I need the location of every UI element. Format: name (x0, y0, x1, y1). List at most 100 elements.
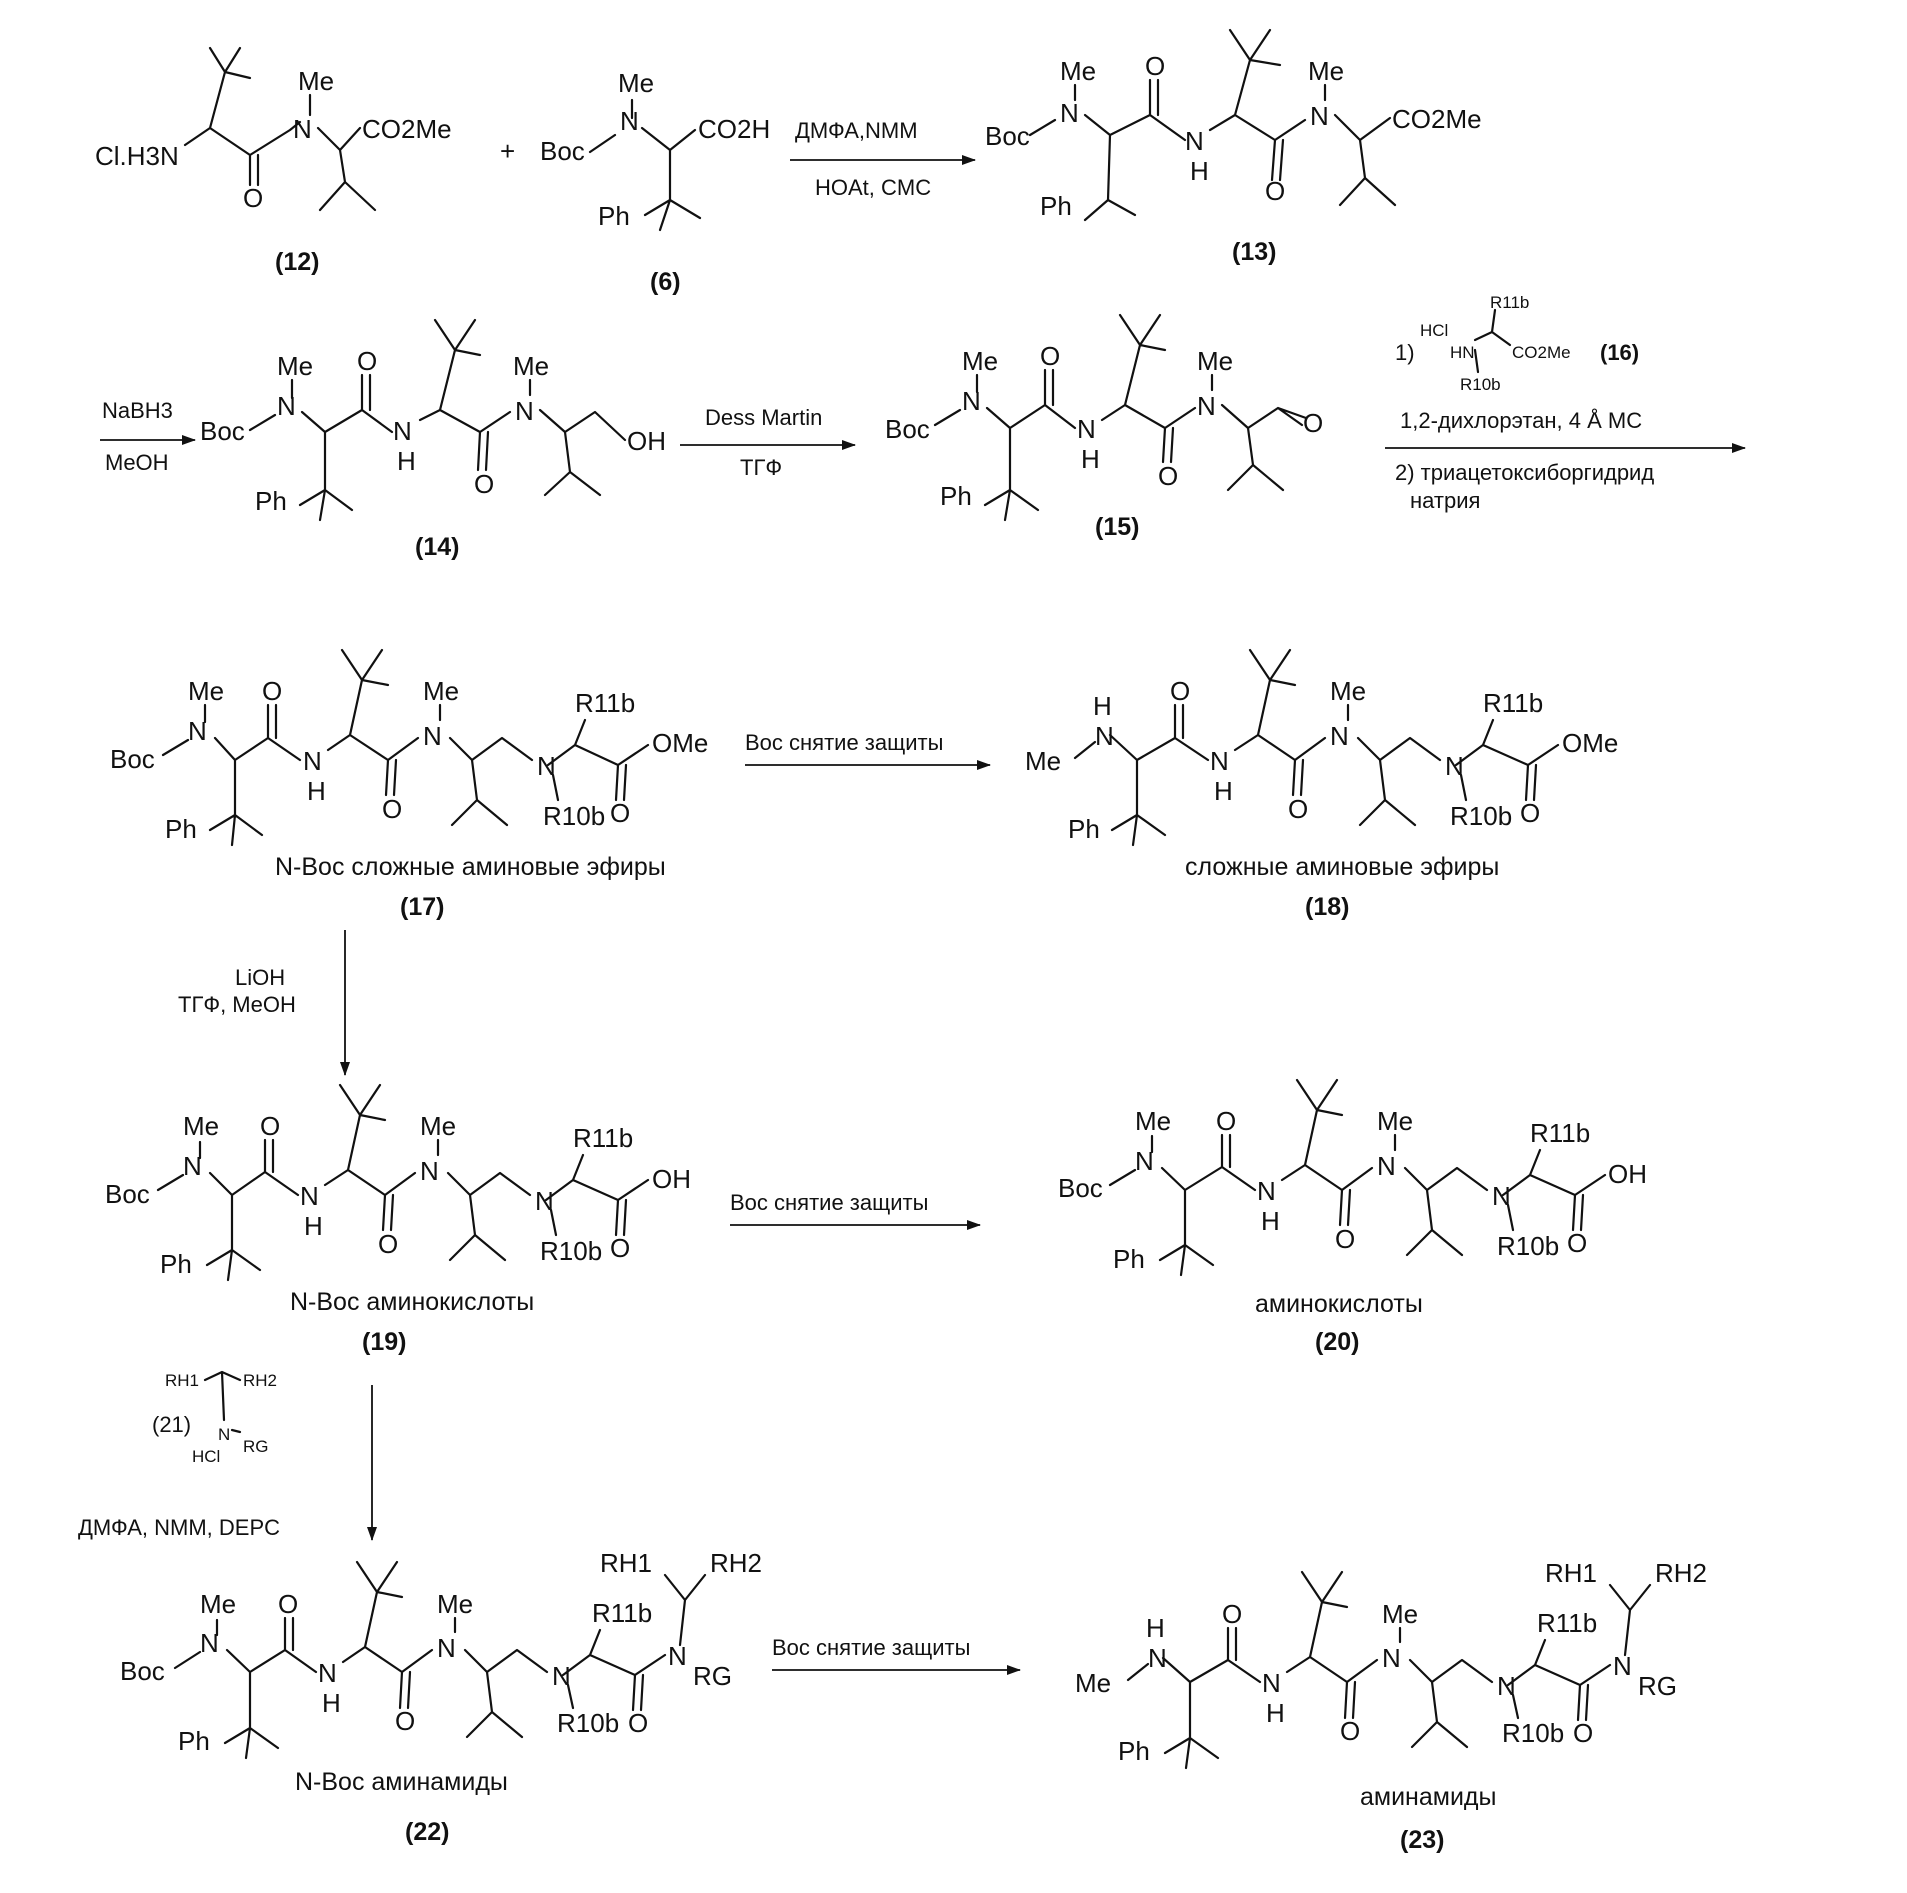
carbonyl-oxygen-label: O (378, 1229, 398, 1259)
carbonyl-oxygen-label: O (278, 1589, 298, 1619)
nitrogen-label: N (1330, 721, 1349, 751)
rh2-label: RH2 (710, 1548, 762, 1578)
r11b-label: R11b (1490, 293, 1529, 312)
carbonyl-oxygen-label: O (395, 1706, 415, 1736)
methyl-label: Me (1377, 1106, 1413, 1136)
methoxy-label: OMe (1562, 728, 1618, 758)
methyl-label: Me (513, 351, 549, 381)
plus-sign: + (500, 136, 515, 166)
carboxylic-acid-label: CO2H (698, 114, 770, 144)
amine-nitrogen-label: N (1492, 1181, 1511, 1211)
compound-23-structure: Me N H O N H O N Me N R10b R11b O N RG R… (1075, 1558, 1707, 1854)
nitrogen-label: N (1060, 98, 1079, 128)
amine-label: HN (1450, 343, 1475, 362)
r11b-label: R11b (573, 1123, 633, 1153)
methoxy-label: OMe (652, 728, 708, 758)
compound-17-structure: Boc N Me O N H O N Me N R10b R11b O OMe … (110, 650, 708, 921)
amide-hydrogen-label: H (1214, 776, 1233, 806)
step3-reagents-below: ТГФ (740, 455, 782, 480)
nitrogen-label: N (183, 1151, 202, 1181)
phenyl-label: Ph (598, 201, 630, 231)
reaction-arrow-step-3: Dess Martin ТГФ (680, 405, 855, 480)
r10b-label: R10b (540, 1236, 602, 1266)
methyl-ester-label: CO2Me (1512, 343, 1571, 362)
reagent-16-structure: HCl HN R11b CO2Me R10b (1420, 293, 1571, 394)
methyl-label: Me (1135, 1106, 1171, 1136)
methyl-label: Me (1025, 746, 1061, 776)
carbonyl-oxygen-label: O (1288, 794, 1308, 824)
carbonyl-oxygen-label: O (243, 183, 263, 213)
compound-17-caption: N-Boc сложные аминовые эфиры (275, 853, 666, 881)
methyl-label: Me (1330, 676, 1366, 706)
amine-hydrogen-label: H (1093, 691, 1112, 721)
aldehyde-oxygen-label: O (1303, 408, 1323, 438)
boc-label: Boc (1058, 1173, 1103, 1203)
nitrogen-label: N (1135, 1146, 1154, 1176)
amide-hydrogen-label: H (1081, 444, 1100, 474)
r10b-label: R10b (557, 1708, 619, 1738)
rg-label: RG (1638, 1671, 1677, 1701)
compound-14-structure: Boc N Me O N H O N Me OH Ph (14) (200, 320, 666, 561)
carbonyl-oxygen-label: O (1216, 1106, 1236, 1136)
amine-nitrogen-label: N (1497, 1671, 1516, 1701)
deprotection-1-label: Boc снятие защиты (745, 730, 943, 755)
compound-19-structure: Boc N Me O N H O N Me N R10b R11b O OH P… (105, 1085, 691, 1356)
step4-solvent: 1,2-дихлорэтан, 4 Å МС (1400, 408, 1642, 433)
compound-18-number: (18) (1305, 893, 1349, 921)
phenyl-label: Ph (165, 814, 197, 844)
r11b-label: R11b (575, 688, 635, 718)
step1-reagents-above: ДМФА,NMM (795, 118, 918, 143)
carbonyl-oxygen-label: O (1265, 176, 1285, 206)
carbonyl-oxygen-label: O (1335, 1224, 1355, 1254)
amide-carbonyl-oxygen-label: O (628, 1708, 648, 1738)
amine-hydrogen-label: H (1146, 1613, 1165, 1643)
r10b-label: R10b (543, 801, 605, 831)
nitrogen-label: N (1310, 101, 1329, 131)
carbonyl-oxygen-label: O (357, 346, 377, 376)
phenyl-label: Ph (255, 486, 287, 516)
phenyl-label: Ph (940, 481, 972, 511)
carbonyl-oxygen-label: O (1170, 676, 1190, 706)
compound-13-structure: Boc N Me O N H O N Me CO2Me Ph (13) (985, 30, 1482, 266)
compound-6-structure: Boc N Me CO2H Ph (6) (540, 68, 770, 296)
compound-15-number: (15) (1095, 513, 1139, 541)
step4-item-1-prefix: 1) (1395, 340, 1415, 365)
r11b-label: R11b (592, 1598, 652, 1628)
nitrogen-label: N (962, 386, 981, 416)
methyl-label: Me (183, 1111, 219, 1141)
acid-carbonyl-oxygen-label: O (1567, 1228, 1587, 1258)
r11b-label: R11b (1483, 688, 1543, 718)
step5-reagent-2: ТГФ, MeOH (178, 992, 296, 1017)
nitrogen-label: N (1197, 391, 1216, 421)
methyl-label: Me (423, 676, 459, 706)
rg-label: RG (693, 1661, 732, 1691)
boc-label: Boc (120, 1656, 165, 1686)
methyl-label: Me (618, 68, 654, 98)
amide-hydrogen-label: H (304, 1211, 323, 1241)
phenyl-label: Ph (1113, 1244, 1145, 1274)
amide-nitrogen-label: N (1262, 1668, 1281, 1698)
compound-22-structure: Boc N Me O N H O N Me N R10b R11b O N RG… (120, 1548, 762, 1846)
methyl-label: Me (1075, 1668, 1111, 1698)
boc-label: Boc (110, 744, 155, 774)
hydrochloride-label: HCl (192, 1447, 220, 1466)
boc-label: Boc (540, 136, 585, 166)
phenyl-label: Ph (1040, 191, 1072, 221)
carbonyl-oxygen-label: O (1158, 461, 1178, 491)
r11b-label: R11b (1530, 1118, 1590, 1148)
hydroxyl-label: OH (652, 1164, 691, 1194)
step2-reagents-above: NaBH3 (102, 398, 173, 423)
phenyl-label: Ph (1118, 1736, 1150, 1766)
reaction-arrow-step-5: LiOH ТГФ, MeOH (178, 930, 345, 1075)
amide-nitrogen-label: N (1077, 414, 1096, 444)
carbonyl-oxygen-label: O (1340, 1716, 1360, 1746)
carbonyl-oxygen-label: O (260, 1111, 280, 1141)
reaction-arrow-step-4: 1) HCl HN R11b CO2Me R10b (16) 1,2-дихло… (1385, 293, 1745, 513)
compound-19-number: (19) (362, 1328, 406, 1356)
methyl-label: Me (1308, 56, 1344, 86)
amine-nitrogen-label: N (1148, 1643, 1167, 1673)
compound-14-number: (14) (415, 533, 459, 561)
carbonyl-oxygen-label: O (262, 676, 282, 706)
amide-nitrogen-label: N (1613, 1651, 1632, 1681)
methyl-label: Me (437, 1589, 473, 1619)
